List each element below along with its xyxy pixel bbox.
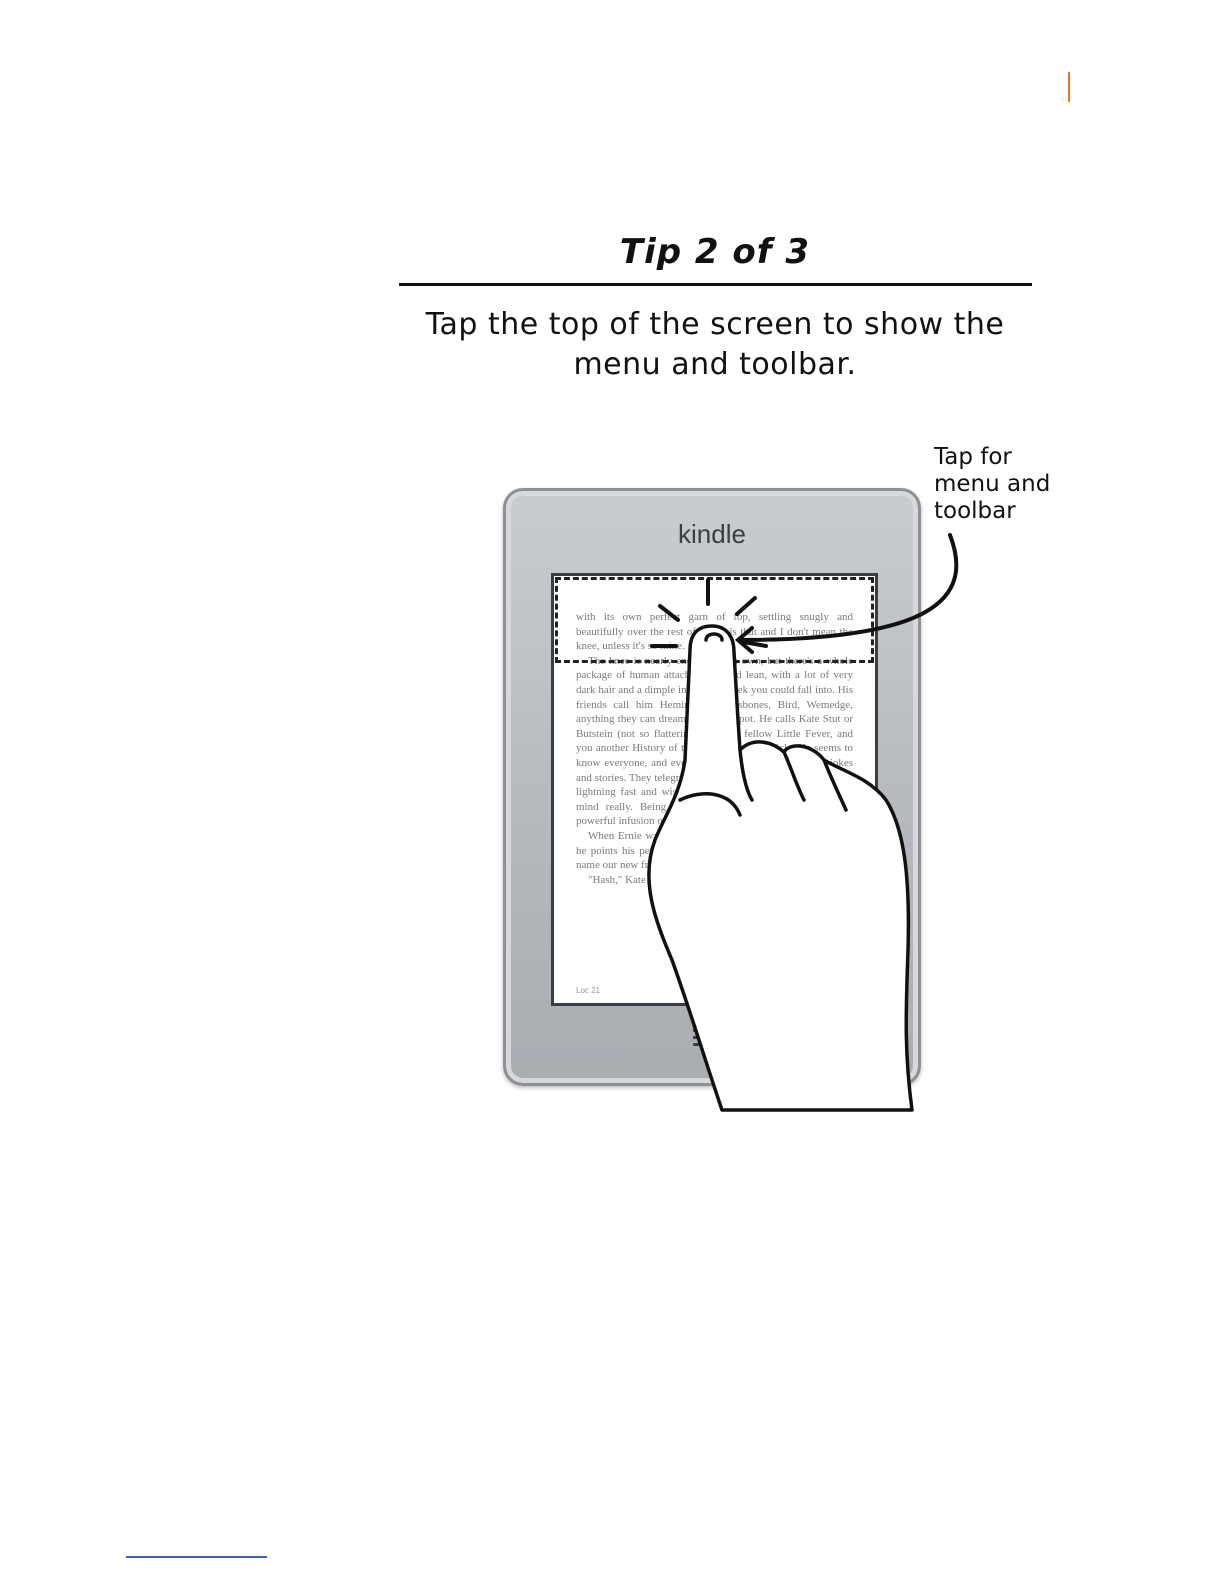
callout-line: Tap for bbox=[934, 444, 1012, 470]
page-accent-mark bbox=[1068, 72, 1070, 102]
menu-toolbar-tap-zone[interactable] bbox=[555, 577, 874, 663]
tap-callout-label: Tap for menu and toolbar bbox=[934, 444, 1064, 525]
tip-instruction: Tap the top of the screen to show the me… bbox=[425, 307, 1005, 382]
home-button-icon[interactable] bbox=[693, 1029, 733, 1055]
callout-line: menu and bbox=[934, 471, 1051, 497]
callout-line: toolbar bbox=[934, 498, 1016, 524]
footer-link-underline bbox=[126, 1556, 267, 1558]
device-screen[interactable]: with its own perfect garn of top, settli… bbox=[551, 573, 878, 1006]
reading-progress-percent: 01% bbox=[836, 986, 853, 995]
device-brand-logo: kindle bbox=[678, 519, 746, 549]
kindle-device: kindle with its own perfect garn of top,… bbox=[503, 488, 921, 1086]
book-paragraph: "Hash," Kate says. bbox=[588, 873, 671, 886]
book-paragraph: The knee is nearly enough on its own, bu… bbox=[576, 654, 853, 828]
title-divider bbox=[399, 283, 1032, 286]
tip-title: Tip 2 of 3 bbox=[619, 232, 811, 272]
book-paragraph: When Ernie wanders over from the vicinit… bbox=[576, 829, 853, 872]
reading-location: Loc 21 bbox=[576, 986, 601, 995]
